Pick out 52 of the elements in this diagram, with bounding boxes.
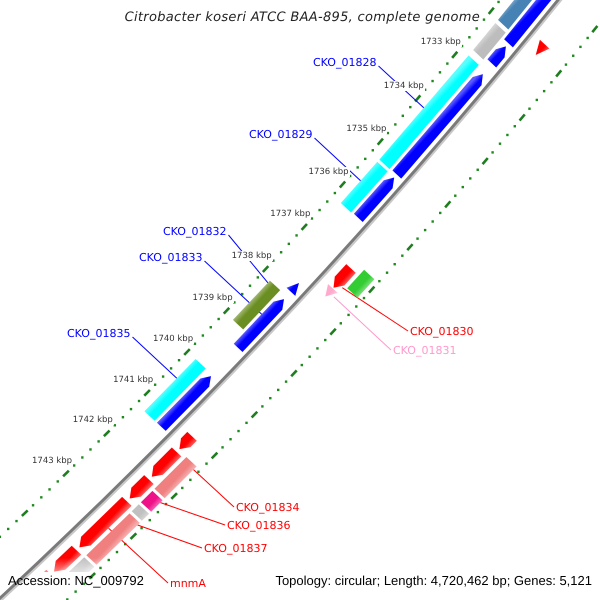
- tick-label: 1736 kbp: [308, 166, 350, 177]
- gene-block: [286, 283, 299, 296]
- gene-label: CKO_01830: [410, 325, 474, 338]
- gene-block: [347, 270, 374, 298]
- gene-label: CKO_01829: [249, 128, 312, 141]
- gene-block: [334, 264, 356, 288]
- leader-line: [132, 336, 178, 379]
- accession-text: Accession: NC_009792: [8, 573, 144, 588]
- gene-label: CKO_01834: [236, 501, 300, 514]
- gene-block: [156, 376, 211, 431]
- tick-label: 1739 kbp: [192, 292, 234, 303]
- tick-label: 1734 kbp: [382, 80, 425, 90]
- gene-label: CKO_01835: [67, 327, 130, 340]
- tick-label: 1733 kbp: [420, 36, 462, 47]
- tick-label: 1742 kbp: [72, 415, 114, 426]
- gene-block: [86, 513, 140, 565]
- leader-line: [342, 287, 408, 332]
- gene-block: [152, 448, 182, 477]
- leader-line: [333, 296, 392, 350]
- gene-label: CKO_01828: [313, 56, 376, 69]
- tick-label: 1740 kbp: [152, 334, 194, 344]
- title: Citrobacter koseri ATCC BAA-895, complete genome: [124, 10, 480, 25]
- tick-label: 1738 kbp: [230, 251, 273, 262]
- tick-label: 1741 kbp: [112, 374, 154, 385]
- gene-block: [68, 557, 94, 572]
- gene-label: CKO_01831: [393, 344, 456, 357]
- gene-block: [132, 504, 150, 521]
- gene-block: [140, 490, 163, 512]
- leader-line: [137, 524, 202, 548]
- gene-label: CKO_01833: [139, 251, 202, 264]
- gene-label: CKO_01837: [204, 542, 268, 555]
- gene-block: [498, 0, 532, 30]
- tick-label: 1735 kbp: [345, 124, 388, 134]
- genome-info-text: Topology: circular; Length: 4,720,462 bp; Genes: 5,121: [275, 573, 592, 588]
- leader-line: [160, 502, 226, 526]
- gene-block: [130, 475, 154, 498]
- gene-block: [44, 570, 48, 572]
- gene-block: [325, 284, 338, 296]
- gene-block: [536, 40, 550, 55]
- leader-line: [314, 138, 362, 182]
- gene-block: [232, 280, 280, 330]
- gene-block: [79, 496, 132, 548]
- gene-block: [354, 178, 394, 222]
- gene-block: [234, 299, 284, 352]
- gene-block: [487, 46, 506, 68]
- leader-line: [193, 469, 234, 508]
- gene-block: [54, 546, 82, 572]
- tick-label: 1743 kbp: [31, 456, 74, 466]
- gene-label: CKO_01836: [227, 519, 290, 532]
- tick-label: 1737 kbp: [269, 209, 312, 220]
- gene-label: CKO_01832: [163, 225, 226, 238]
- gene-label: mnmA: [170, 577, 206, 590]
